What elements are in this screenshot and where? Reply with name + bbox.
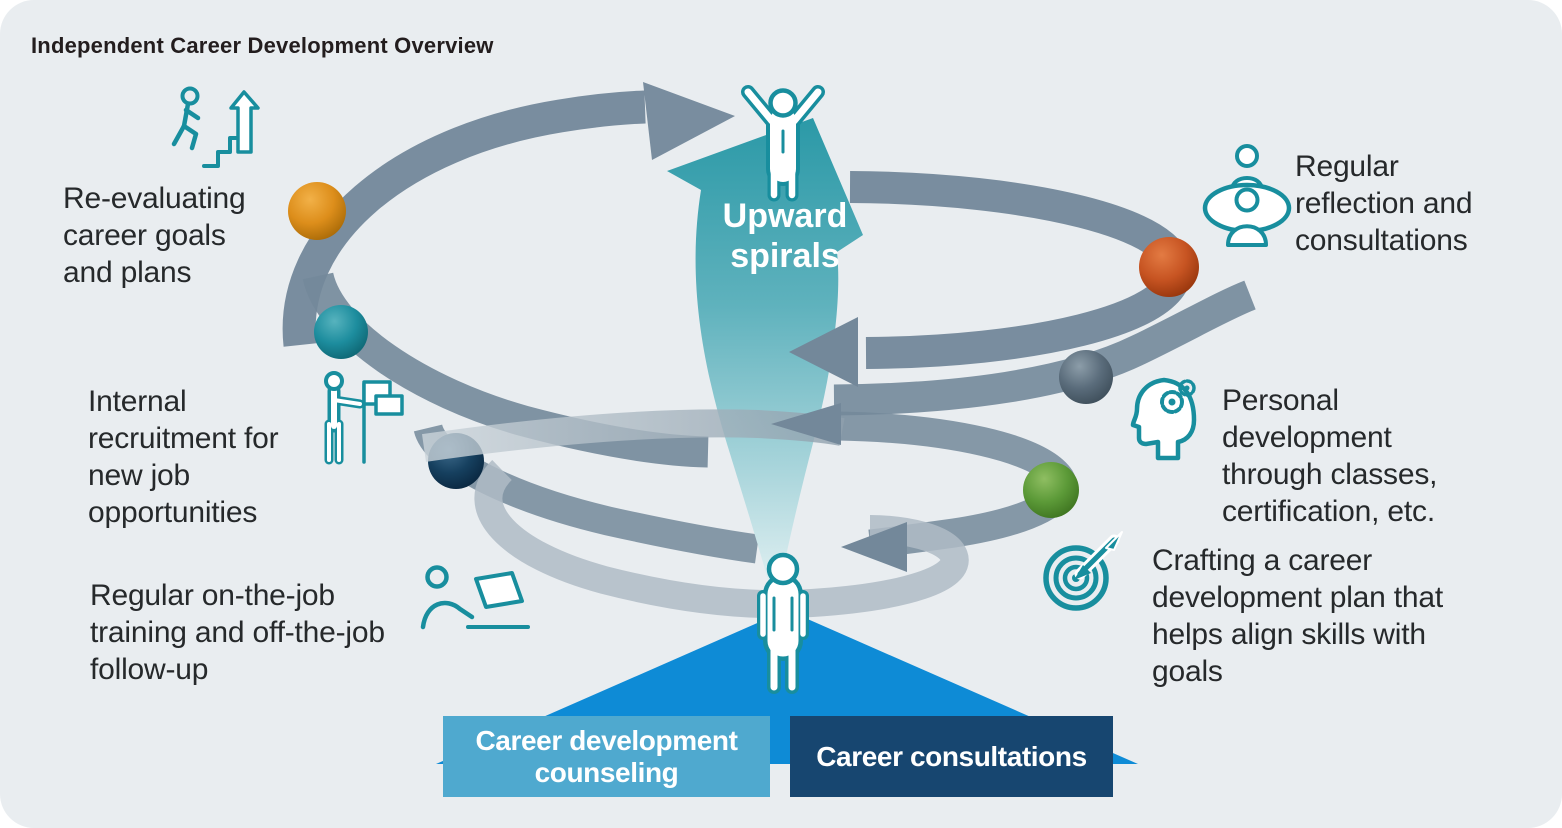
counseling-box-label: Career development counseling bbox=[475, 724, 738, 788]
spiral-band-mid-right bbox=[833, 280, 1256, 416]
celebrating-person-icon bbox=[741, 85, 825, 202]
spiral-band-top-left bbox=[282, 90, 646, 347]
stage-dot-career-plan bbox=[1023, 462, 1079, 518]
spiral-band-top-right bbox=[849, 171, 1192, 369]
stairs-climb-icon bbox=[171, 86, 260, 168]
spiral-arrowhead-2 bbox=[771, 403, 841, 445]
career-consultations-box: Career consultations bbox=[790, 716, 1113, 797]
stage-label-personal-development: Personal development through classes, ce… bbox=[1222, 384, 1438, 528]
spiral-arrowhead-1 bbox=[789, 317, 858, 387]
stage-label-re-evaluating: Re-evaluating career goals and plans bbox=[63, 182, 246, 289]
flag-bearer-icon bbox=[324, 371, 404, 465]
target-dart-icon bbox=[1043, 531, 1123, 611]
consultations-box-label: Career consultations bbox=[816, 740, 1087, 772]
stage-label-ojt-training: Regular on-the-job training and off-the-… bbox=[90, 579, 385, 686]
stage-label-reflection: Regular reflection and consultations bbox=[1295, 150, 1473, 257]
career-development-counseling-box: Career development counseling bbox=[443, 716, 770, 797]
stage-label-internal-recruitment: Internal recruitment for new job opportu… bbox=[88, 385, 279, 529]
laptop-user-icon bbox=[420, 565, 530, 630]
upward-arrow bbox=[667, 118, 863, 610]
page-title: Independent Career Development Overview bbox=[31, 33, 494, 58]
stage-dot-re-evaluating bbox=[288, 182, 346, 240]
stage-dot-personal-development bbox=[1059, 350, 1113, 404]
consultation-icon bbox=[1202, 144, 1292, 247]
mind-gears-icon bbox=[1130, 377, 1197, 461]
spiral-arrowhead-3 bbox=[841, 522, 907, 572]
standing-person-icon bbox=[757, 552, 809, 694]
stage-dot-reflection bbox=[1139, 237, 1199, 297]
stage-dot-internal-recruitment bbox=[314, 305, 368, 359]
spiral-arrowhead-top bbox=[643, 82, 735, 160]
upward-spirals-label: Upward spirals bbox=[722, 197, 848, 275]
stage-label-career-plan: Crafting a career development plan that … bbox=[1152, 544, 1444, 688]
